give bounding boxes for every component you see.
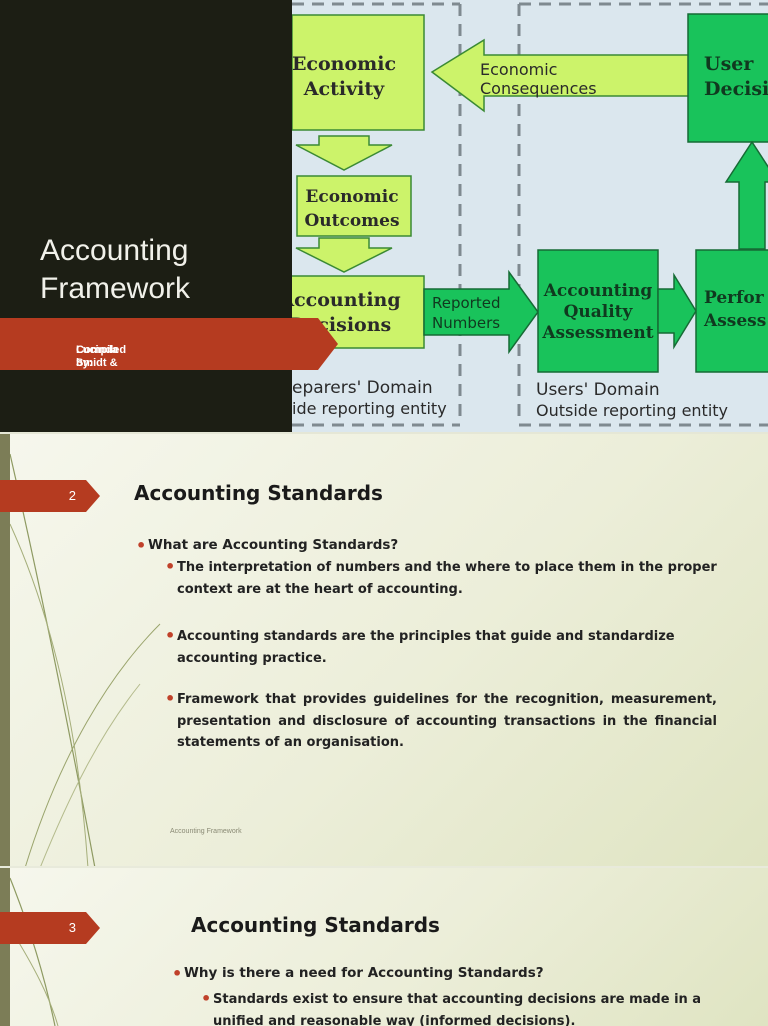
users-decisions-label-1: User (704, 53, 754, 75)
bullet-3-line-1: Framework that provides guidelines for t… (177, 689, 717, 711)
accounting-framework-diagram: Economic Activity Economic Consequences … (292, 0, 768, 432)
slide-3: 3 Accounting Standards •Why is there a n… (0, 866, 768, 1026)
slide-number: 2 (69, 480, 76, 512)
title-line-2: Framework (40, 270, 190, 308)
down-arrow-1 (296, 136, 392, 170)
preparers-inside-label: ide reporting entity (292, 399, 447, 418)
preparers-domain-label: eparers' Domain (292, 378, 433, 398)
quality-to-performance-arrow (658, 275, 696, 347)
slide-title: Accounting Framework (40, 232, 190, 308)
question-text: What are Accounting Standards? (148, 537, 398, 553)
slide-number-tag: 3 (0, 912, 100, 944)
bullet-question: •What are Accounting Standards? (148, 537, 398, 553)
bullet-1-line-1: Standards exist to ensure that accountin… (213, 989, 733, 1011)
authors-line-2: Lucinda Smidt & Prof. Yaeesh Yasseen (76, 344, 120, 409)
economic-consequences-arrow (432, 40, 690, 111)
question-text: Why is there a need for Accounting Stand… (184, 965, 544, 981)
bullet-1: • Standards exist to ensure that account… (213, 989, 733, 1026)
reported-label-2: Numbers (432, 314, 500, 332)
reported-label-1: Reported (432, 294, 500, 312)
performance-label-2: Assess (703, 311, 766, 331)
economic-activity-label-1: Economic (292, 53, 396, 75)
bullet-3-line-3: statements of an organisation. (177, 732, 717, 754)
bullet-3-line-2: presentation and disclosure of accountin… (177, 711, 717, 733)
slide-title: Accounting Standards (134, 481, 383, 505)
economic-outcomes-label-2: Outcomes (304, 211, 399, 231)
economic-outcomes-label-1: Economic (305, 187, 398, 207)
quality-label-2: Quality (564, 302, 634, 322)
bullet-2-line-1: Accounting standards are the principles … (177, 626, 717, 648)
users-decisions-label-2: Decisi (704, 78, 768, 100)
bullet-2: • Accounting standards are the principle… (177, 626, 717, 669)
consequences-label-2: Consequences (480, 79, 597, 98)
reported-numbers-arrow (424, 272, 538, 352)
bullet-2-line-2: accounting practice. (177, 648, 717, 670)
users-domain-label: Users' Domain (536, 380, 660, 400)
economic-activity-label-2: Activity (303, 78, 385, 100)
left-accent-bar (0, 868, 10, 1026)
accounting-decisions-label-1: Accounting (292, 289, 401, 311)
slide-title: Accounting Standards (191, 913, 440, 937)
slide-number-tag: 2 (0, 480, 100, 512)
authors-ribbon: Compiled by: Rashied Small, Prof. Jansen… (0, 318, 338, 370)
slide-2: 2 Accounting Standards •What are Account… (0, 432, 768, 868)
title-line-1: Accounting (40, 232, 190, 270)
users-outside-label: Outside reporting entity (536, 401, 728, 420)
slide-1: Accounting Framework Economic Activity E… (0, 0, 768, 432)
up-arrow (726, 142, 768, 249)
bullet-1-line-1: The interpretation of numbers and the wh… (177, 557, 717, 579)
bullet-1: • The interpretation of numbers and the … (177, 557, 717, 600)
consequences-label-1: Economic (480, 60, 557, 79)
quality-label-3: Assessment (541, 323, 653, 343)
bullet-3: • Framework that provides guidelines for… (177, 689, 717, 754)
slide-footer: Accounting Framework (170, 828, 242, 835)
bullet-question: •Why is there a need for Accounting Stan… (184, 965, 544, 981)
down-arrow-2 (296, 238, 392, 272)
quality-label-1: Accounting (543, 281, 653, 301)
slide-number: 3 (69, 912, 76, 944)
bullet-1-line-2: context are at the heart of accounting. (177, 579, 717, 601)
performance-label-1: Perfor (704, 288, 765, 308)
